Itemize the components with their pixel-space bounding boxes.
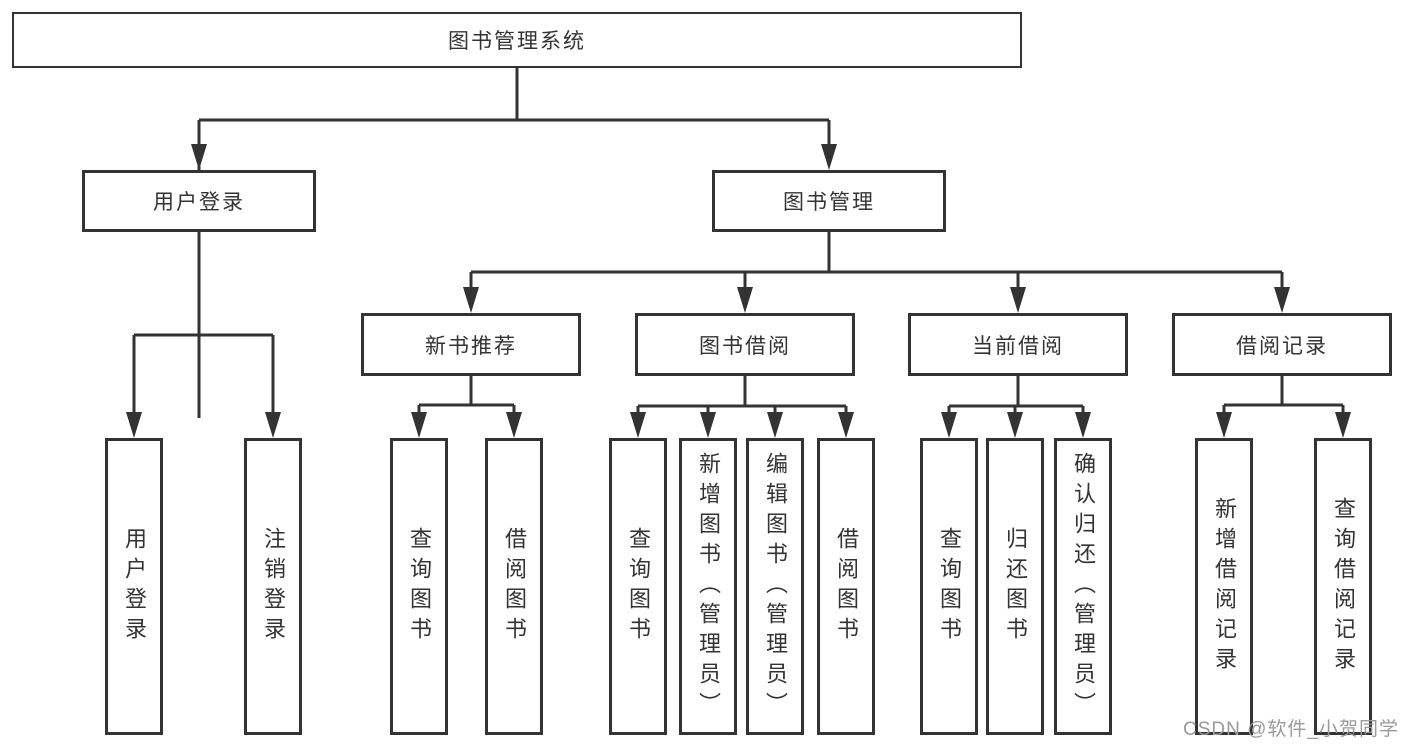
leaf-label: 新增借阅记录 — [1212, 496, 1237, 677]
arrowheads-new-book — [411, 412, 522, 438]
leaf-label: 用户登录 — [122, 526, 147, 647]
leaf-label: 注销登录 — [261, 526, 286, 647]
connector-user-login-split — [132, 232, 275, 418]
leaf-label: 编辑图书（管理员） — [763, 451, 788, 722]
leaf-query-books-recommend: 查询图书 — [390, 438, 448, 735]
leaf-label: 借阅图书 — [502, 526, 527, 647]
leaf-borrow-books: 借阅图书 — [817, 438, 875, 735]
connector-book-management-split — [469, 232, 1284, 293]
node-borrowing-records: 借阅记录 — [1172, 313, 1392, 376]
leaf-add-books-admin: 新增图书（管理员） — [679, 438, 737, 735]
node-label: 图书管理 — [783, 191, 875, 214]
node-label: 图书借阅 — [699, 334, 791, 358]
connector-book-borrow-split — [636, 376, 848, 418]
node-book-management: 图书管理 — [712, 170, 946, 232]
node-label: 当前借阅 — [972, 334, 1064, 358]
node-library-management-system: 图书管理系统 — [12, 12, 1022, 68]
connector-current-borrow-split — [947, 376, 1085, 418]
leaf-query-borrow-record: 查询借阅记录 — [1314, 438, 1372, 735]
csdn-watermark: CSDN @软件_小贺同学 — [1183, 719, 1399, 740]
arrowheads-level3 — [463, 287, 1290, 313]
node-label: 用户登录 — [153, 191, 245, 214]
node-user-login: 用户登录 — [82, 170, 316, 232]
leaf-query-books-borrowing: 查询图书 — [609, 438, 667, 735]
arrowheads-level2 — [191, 144, 837, 170]
leaf-query-books-current: 查询图书 — [920, 438, 978, 735]
arrowheads-borrow-records — [1216, 412, 1351, 438]
leaf-label: 借阅图书 — [834, 526, 859, 647]
node-book-borrowing: 图书借阅 — [635, 313, 855, 376]
leaf-confirm-return-admin: 确认归还（管理员） — [1054, 438, 1112, 735]
arrowheads-current-borrow — [941, 412, 1091, 438]
leaf-label: 查询图书 — [937, 526, 962, 647]
connector-new-book-split — [417, 376, 516, 418]
leaf-return-books: 归还图书 — [986, 438, 1044, 735]
node-new-book-recommendation: 新书推荐 — [361, 313, 581, 376]
leaf-user-login: 用户登录 — [105, 438, 163, 735]
leaf-logout: 注销登录 — [244, 438, 302, 735]
arrowheads-book-borrow — [630, 412, 854, 438]
leaf-edit-books-admin: 编辑图书（管理员） — [746, 438, 804, 735]
node-current-borrowing: 当前借阅 — [908, 313, 1128, 376]
leaf-label: 确认归还（管理员） — [1071, 451, 1096, 722]
leaf-label: 查询借阅记录 — [1331, 496, 1356, 677]
node-label: 借阅记录 — [1236, 334, 1328, 358]
leaf-add-borrow-record: 新增借阅记录 — [1195, 438, 1253, 735]
node-label: 图书管理系统 — [448, 30, 586, 53]
leaf-label: 新增图书（管理员） — [696, 451, 721, 722]
leaf-label: 查询图书 — [626, 526, 651, 647]
leaf-label: 归还图书 — [1003, 526, 1028, 647]
leaf-borrow-books-recommend: 借阅图书 — [485, 438, 543, 735]
arrowheads-user-login — [126, 412, 281, 438]
node-label: 新书推荐 — [425, 334, 517, 358]
connector-borrow-records-split — [1222, 376, 1345, 418]
leaf-label: 查询图书 — [407, 526, 432, 647]
